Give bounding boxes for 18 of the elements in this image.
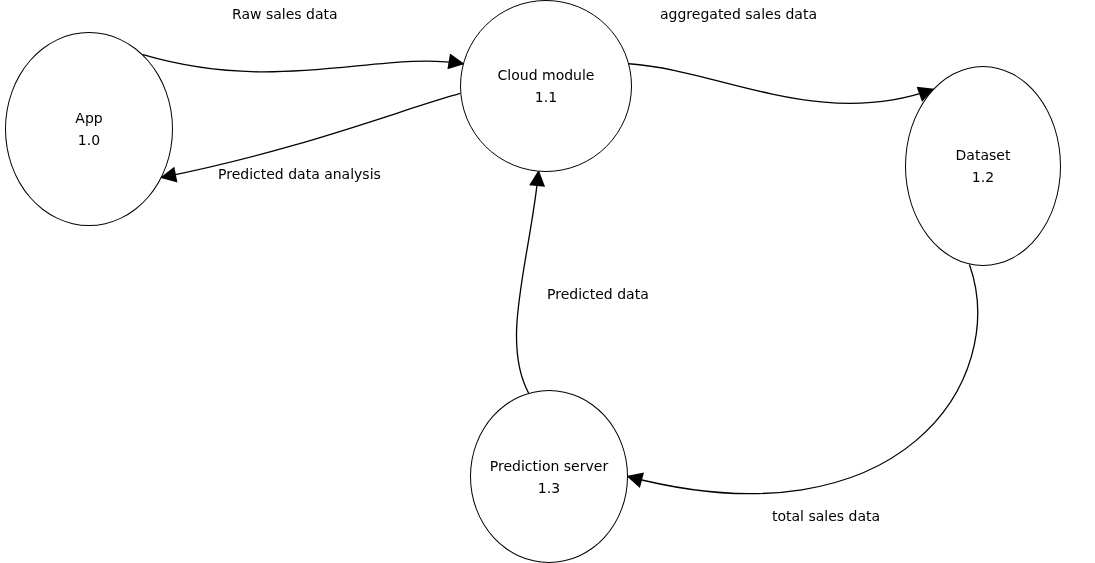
edge-label: Predicted data analysis xyxy=(218,166,381,182)
process-number: 1.2 xyxy=(971,168,995,187)
arrow xyxy=(626,263,978,495)
edge-label: Predicted data xyxy=(547,286,649,302)
process-name: Cloud module xyxy=(497,66,595,85)
arrow xyxy=(142,54,465,73)
process-name: App xyxy=(75,109,103,128)
process-number: 1.3 xyxy=(537,478,561,498)
process-name: Prediction server xyxy=(489,456,609,476)
edge-label: aggregated sales data xyxy=(660,6,817,22)
arrow xyxy=(160,92,461,183)
process-number: 1.1 xyxy=(534,88,558,107)
process-name: Dataset xyxy=(955,146,1011,165)
edge-label: total sales data xyxy=(772,508,881,524)
arrow xyxy=(515,170,545,394)
process-number: 1.0 xyxy=(77,131,101,150)
edge-label: Raw sales data xyxy=(232,6,338,22)
arrow xyxy=(628,63,935,105)
